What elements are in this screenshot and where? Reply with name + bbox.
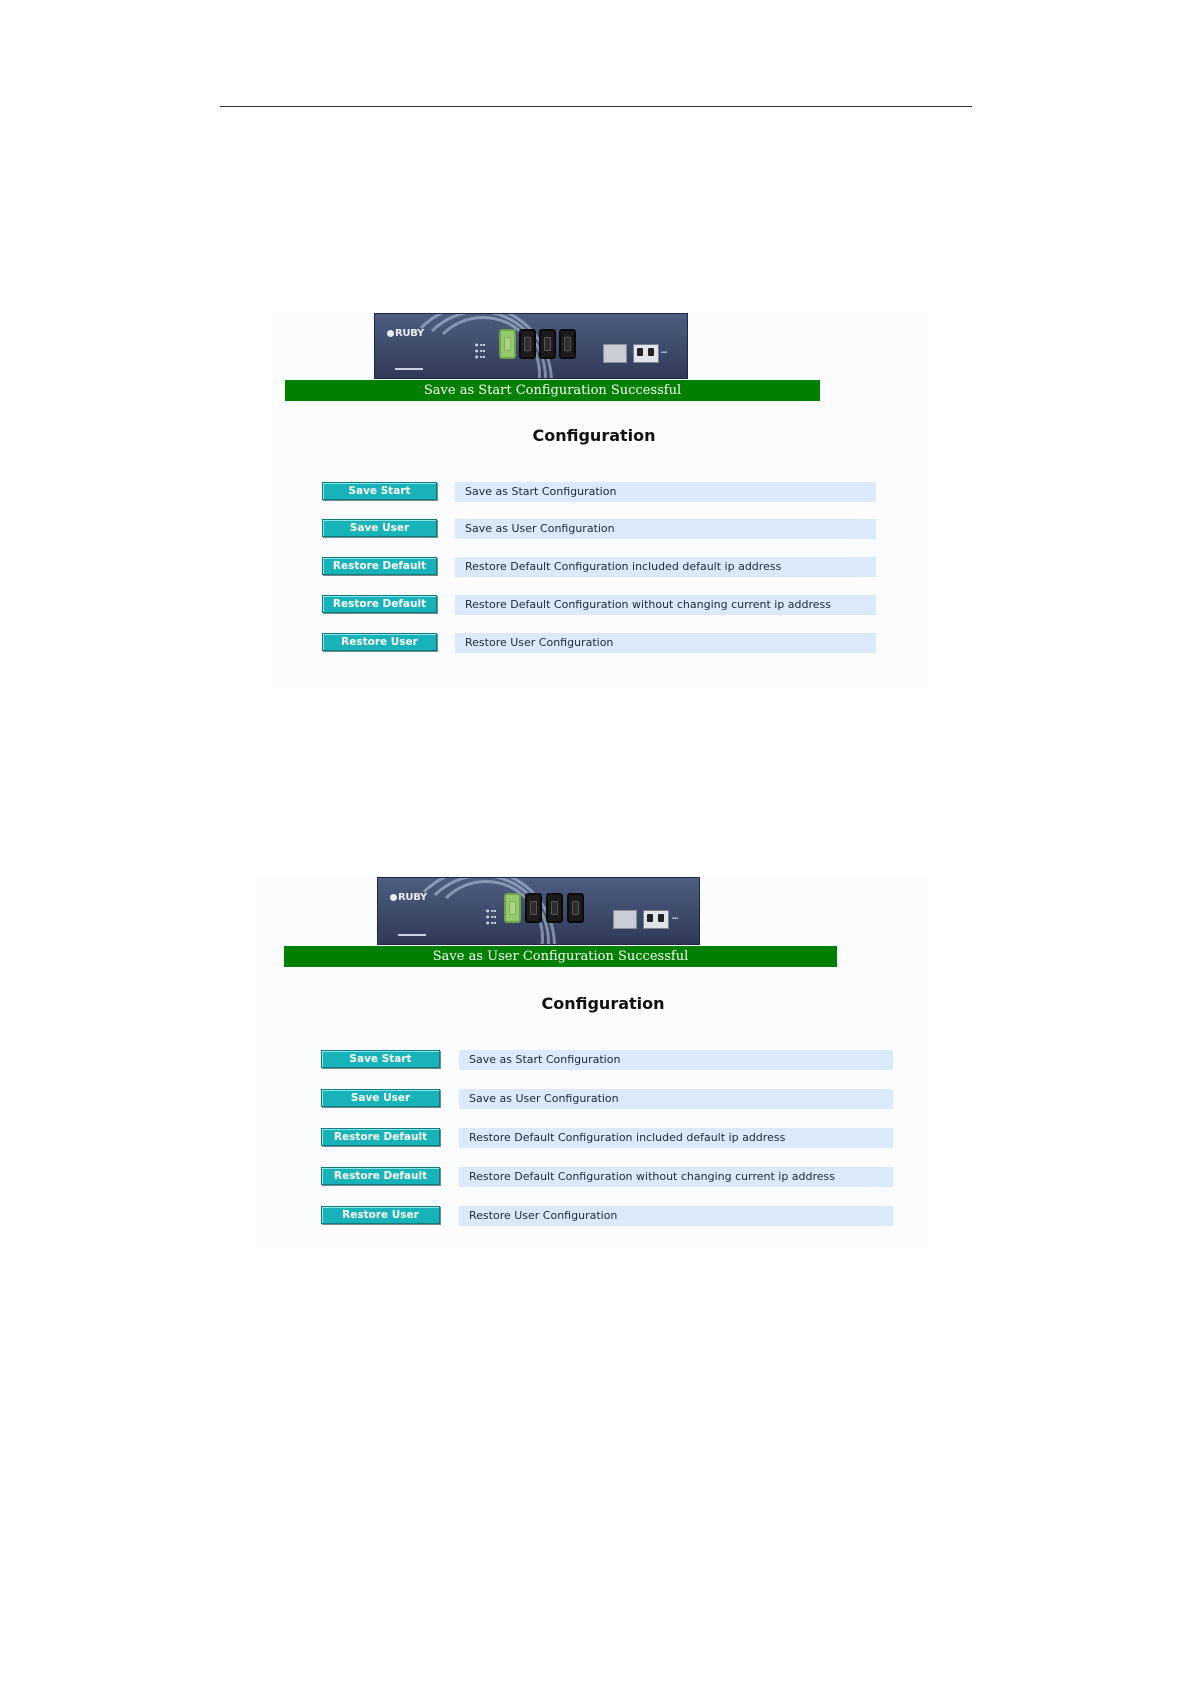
- page-title: Configuration: [541, 994, 665, 1013]
- port-4: [559, 329, 576, 359]
- save-start-button[interactable]: Save Start: [321, 1050, 440, 1068]
- restore-default-keep-ip-button[interactable]: Restore Default: [321, 1167, 440, 1185]
- page-title: Configuration: [532, 426, 656, 445]
- success-banner: Save as User Configuration Successful: [284, 946, 837, 967]
- port-1: [499, 329, 516, 359]
- save-start-button[interactable]: Save Start: [322, 482, 437, 500]
- save-user-button[interactable]: Save User: [322, 519, 437, 537]
- sfp-slot: [603, 344, 627, 363]
- port-4: [567, 893, 584, 923]
- fiber-port: [633, 344, 659, 363]
- restore-user-description: Restore User Configuration: [459, 1206, 893, 1226]
- port-2: [519, 329, 536, 359]
- restore-user-description: Restore User Configuration: [455, 633, 876, 653]
- save-user-description: Save as User Configuration: [455, 519, 876, 539]
- restore-user-button[interactable]: Restore User: [322, 633, 437, 651]
- restore-default-ip-description: Restore Default Configuration included d…: [455, 557, 876, 577]
- save-start-description: Save as Start Configuration: [459, 1050, 893, 1070]
- success-banner: Save as Start Configuration Successful: [285, 380, 820, 401]
- restore-default-keep-ip-description: Restore Default Configuration without ch…: [459, 1167, 893, 1187]
- restore-user-button[interactable]: Restore User: [321, 1206, 440, 1224]
- port-2: [525, 893, 542, 923]
- restore-default-ip-button[interactable]: Restore Default: [322, 557, 437, 575]
- device-logo: RUBY: [387, 328, 424, 339]
- switch-device-image: RUBY ● ▪▪● ▪▪● ▪▪ ▪▪▪: [374, 313, 688, 379]
- header-rule: [220, 106, 972, 107]
- switch-device-image: RUBY ● ▪▪● ▪▪● ▪▪ ▪▪▪: [377, 877, 700, 945]
- sfp-slot: [613, 910, 637, 929]
- restore-default-ip-button[interactable]: Restore Default: [321, 1128, 440, 1146]
- port-3: [546, 893, 563, 923]
- port-3: [539, 329, 556, 359]
- restore-default-ip-description: Restore Default Configuration included d…: [459, 1128, 893, 1148]
- restore-default-keep-ip-button[interactable]: Restore Default: [322, 595, 437, 613]
- fiber-port: [643, 910, 669, 929]
- save-start-description: Save as Start Configuration: [455, 482, 876, 502]
- restore-default-keep-ip-description: Restore Default Configuration without ch…: [455, 595, 876, 615]
- save-user-button[interactable]: Save User: [321, 1089, 440, 1107]
- save-user-description: Save as User Configuration: [459, 1089, 893, 1109]
- device-logo: RUBY: [390, 892, 427, 903]
- port-1: [504, 893, 521, 923]
